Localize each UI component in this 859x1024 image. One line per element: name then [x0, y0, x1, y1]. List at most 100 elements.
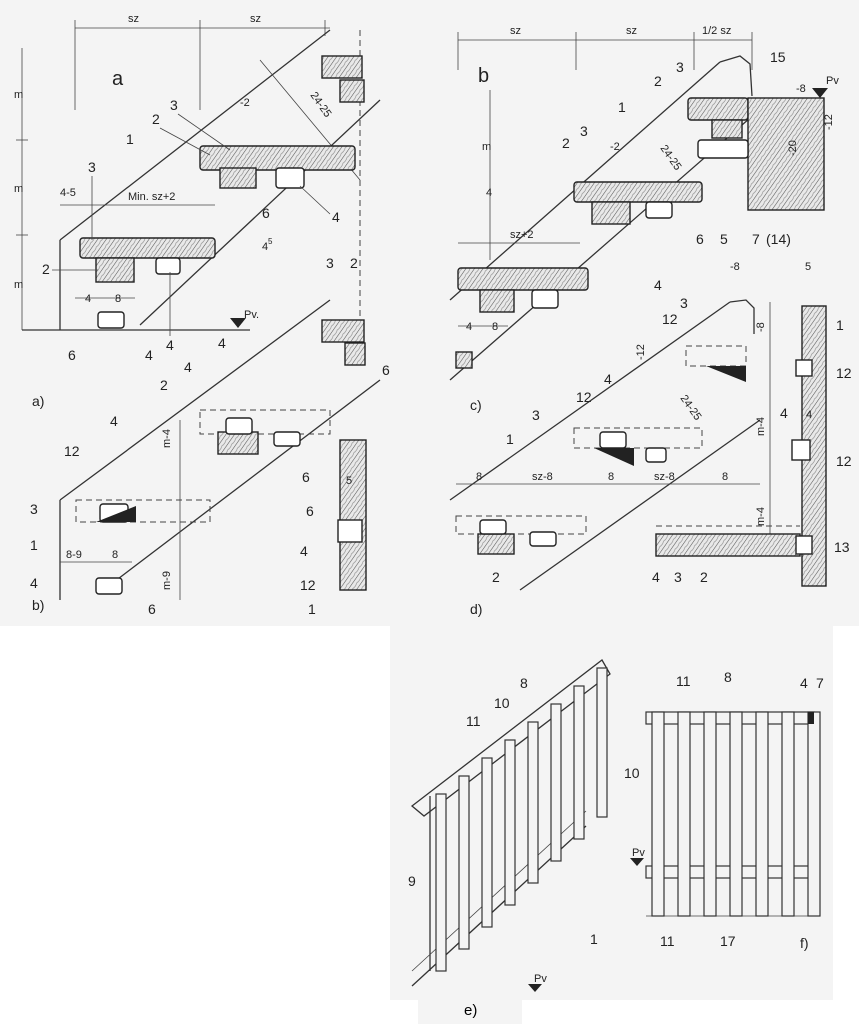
label-8-f: 8: [724, 669, 732, 685]
dim-m-9: m-9: [161, 571, 173, 590]
dim-minus-12-d: -12: [635, 344, 647, 360]
pv-marker-e-icon: [528, 984, 542, 992]
dim-minus-2: -2: [240, 97, 250, 109]
tread-middle: [79, 237, 216, 259]
caption-f: f): [800, 935, 809, 951]
label-3-d-floor: 3: [674, 569, 682, 585]
dim-4-d-wall: 4: [806, 409, 812, 421]
wall-bracket-d3: [795, 535, 813, 555]
baluster-e: [596, 667, 608, 818]
dim-sz-plus-2: sz+2: [510, 229, 534, 241]
figure-panel-a-b: sz sz a m m m 24-25 -2 3 2 1 4 6 4-5 Min…: [0, 0, 440, 626]
bracket-b-side: [273, 431, 301, 447]
label-3-d-top: 3: [680, 295, 688, 311]
cleat-edge-top: [339, 79, 365, 103]
label-12-d-wall-1: 12: [836, 365, 852, 381]
dim-24-25: 24-25: [308, 90, 334, 120]
label-10-e: 10: [494, 695, 510, 711]
dim-4-5: 4-5: [60, 187, 76, 199]
stair-detail-drawing-a-b: sz sz a m m m 24-25 -2 3 2 1 4 6 4-5 Min…: [14, 13, 390, 617]
baluster-f: [781, 711, 795, 917]
cleat-b-upper: [217, 431, 259, 455]
label-3-upper: 3: [170, 97, 178, 113]
tread-outline-b-upper: [199, 409, 331, 435]
bracket-bottom: [97, 311, 125, 329]
label-4-bottom: 4: [145, 347, 153, 363]
baluster-e: [504, 739, 516, 906]
dim-m-1: m: [14, 89, 23, 101]
wedge-b-lower: [96, 506, 136, 522]
pv-marker-c-icon: [812, 88, 828, 98]
label-6-upper: 6: [262, 205, 270, 221]
tread-upper: [199, 145, 356, 171]
figure-panel-c-d: sz sz 1/2 sz b m 24-25 3 2 15 -8 -12 -20…: [440, 0, 859, 626]
figure-panel-e-f: 8 10 11 9 1 Pv 11 8 4 7 10 11 17 Pv f): [390, 626, 833, 1000]
pv-marker-f-icon: [630, 858, 644, 866]
tread-low-c: [457, 267, 589, 291]
label-1-b: 1: [30, 537, 38, 553]
dim-4-5-c: 4: [486, 187, 492, 199]
landing-floor-d: [655, 533, 801, 557]
dim-8-d-c: 8: [722, 471, 728, 483]
caption-e: e): [464, 1002, 478, 1019]
dim-8-9: 8-9: [66, 549, 82, 561]
label-17-f: 17: [720, 933, 736, 949]
tread-edge-right: [321, 319, 365, 343]
landing-beam: [747, 97, 825, 211]
baluster-e: [527, 721, 539, 884]
tread-outline-d-low: [455, 515, 587, 535]
caption-panel-e: e): [418, 1000, 522, 1024]
baluster-e: [481, 757, 493, 928]
cleat-section-c: [455, 351, 473, 369]
dim-minus-8: -8: [796, 83, 806, 95]
dim-8-b: 8: [112, 549, 118, 561]
label-4-d-floor: 4: [652, 569, 660, 585]
baluster-group-f: [651, 711, 821, 917]
cleat-edge-right: [344, 342, 366, 366]
dim-24-25-c: 24-25: [658, 143, 684, 173]
label-2-c-top: 2: [654, 73, 662, 89]
label-6-b-wall: 6: [306, 503, 314, 519]
label-pv-f: Pv: [632, 847, 645, 859]
bracket-b-top: [225, 417, 253, 435]
dim-sz-c2: sz: [626, 25, 637, 37]
tread-edge-top: [321, 55, 363, 79]
label-3-b: 3: [30, 501, 38, 517]
dim-8: 8: [115, 293, 121, 305]
label-pv-a: Pv.: [244, 309, 259, 321]
label-4-d-wall: 4: [780, 405, 788, 421]
tread-mid-c: [573, 181, 703, 203]
dim-5-d: 5: [805, 261, 811, 273]
dim-sz-1: sz: [128, 13, 139, 25]
railing-drawing-e-f: 8 10 11 9 1 Pv 11 8 4 7 10 11 17 Pv f): [408, 659, 824, 992]
dim-8-d-a: 8: [476, 471, 482, 483]
dim-m-c: m: [482, 141, 491, 153]
label-2-right: 2: [350, 255, 358, 271]
label-11-f-top: 11: [676, 673, 691, 689]
dim-sz-2: sz: [250, 13, 261, 25]
label-4-mid: 4: [166, 337, 174, 353]
label-7-f: 7: [816, 675, 824, 691]
wedge-d-top: [706, 366, 746, 382]
dim-sz-8-a: sz-8: [532, 471, 553, 483]
cleat-upper: [219, 167, 257, 189]
label-1-b-wall: 1: [308, 601, 316, 617]
wall-bracket-d1: [795, 359, 813, 377]
label-4-b-bottom: 4: [30, 575, 38, 591]
label-pv-c: Pv: [826, 75, 839, 87]
wall-bracket-d2: [791, 439, 811, 461]
label-3-d-mid: 3: [532, 407, 540, 423]
baluster-f: [755, 711, 769, 917]
label-6-bottom: 6: [68, 347, 76, 363]
bracket-d-low: [479, 519, 507, 535]
label-2-c-mid: 2: [562, 135, 570, 151]
tread-top-c: [687, 97, 749, 121]
label-1-e: 1: [590, 931, 598, 947]
baluster-f: [807, 711, 821, 917]
label-5: 5: [720, 231, 728, 247]
baluster-f: [703, 711, 717, 917]
wall-board-b: [339, 439, 367, 591]
label-3-c-mid: 3: [580, 123, 588, 139]
dim-minus-8-d: -8: [730, 261, 740, 273]
label-4-upper: 4: [332, 209, 340, 225]
